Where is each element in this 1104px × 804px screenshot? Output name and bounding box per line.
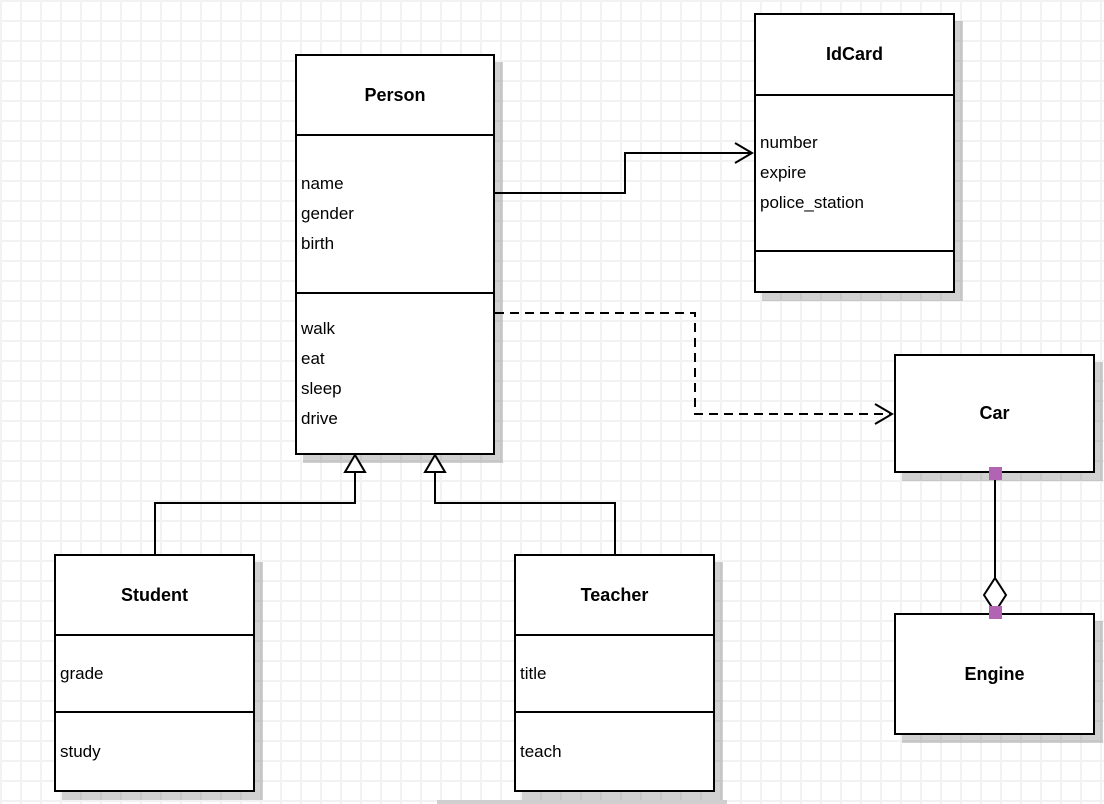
class-idcard-title: IdCard (756, 15, 953, 96)
class-car[interactable]: Car (894, 354, 1095, 473)
association-edge-person-idcard[interactable] (495, 142, 754, 194)
dependency-edge-person-car[interactable] (495, 312, 894, 425)
attribute: gender (301, 204, 354, 223)
class-person-attributes: name gender birth (297, 136, 493, 294)
method: walk (301, 318, 336, 338)
class-teacher-title: Teacher (516, 556, 713, 636)
aggregation-edge-car-engine[interactable] (982, 467, 1008, 619)
class-engine-title: Engine (964, 663, 1025, 684)
class-idcard-methods (756, 252, 953, 291)
attribute: title (520, 663, 547, 683)
generalization-edge-student-person[interactable] (154, 453, 367, 554)
attribute: name (301, 174, 344, 193)
class-person[interactable]: Person name gender birth walk eat sleep … (295, 54, 495, 455)
class-person-title: Person (297, 56, 493, 136)
method: drive (301, 408, 338, 428)
class-student-attributes: grade (56, 636, 253, 713)
class-teacher[interactable]: Teacher title teach (514, 554, 715, 792)
class-engine[interactable]: Engine (894, 613, 1095, 735)
class-teacher-methods: teach (516, 713, 713, 790)
generalization-edge-teacher-person[interactable] (423, 453, 616, 554)
offscreen-shape-shadow (437, 800, 727, 804)
class-idcard[interactable]: IdCard number expire police_station (754, 13, 955, 293)
attribute: police_station (760, 193, 864, 212)
hollow-triangle-icon (343, 453, 367, 473)
class-student-methods: study (56, 713, 253, 790)
method: sleep (301, 378, 342, 398)
class-car-title: Car (979, 403, 1010, 423)
attribute: expire (760, 163, 807, 182)
method: eat (301, 348, 325, 368)
method: teach (520, 741, 562, 761)
hollow-diamond-icon (982, 576, 1008, 614)
class-idcard-attributes: number expire police_station (756, 96, 953, 252)
open-arrowhead-icon (874, 403, 894, 425)
class-person-methods: walk eat sleep drive (297, 294, 493, 453)
hollow-triangle-icon (423, 453, 447, 473)
open-arrowhead-icon (734, 142, 754, 164)
attribute: birth (301, 234, 335, 253)
attribute: number (760, 133, 818, 152)
class-student-title: Student (56, 556, 253, 636)
method: study (60, 741, 101, 761)
class-teacher-attributes: title (516, 636, 713, 713)
class-student[interactable]: Student grade study (54, 554, 255, 792)
attribute: grade (60, 663, 104, 683)
